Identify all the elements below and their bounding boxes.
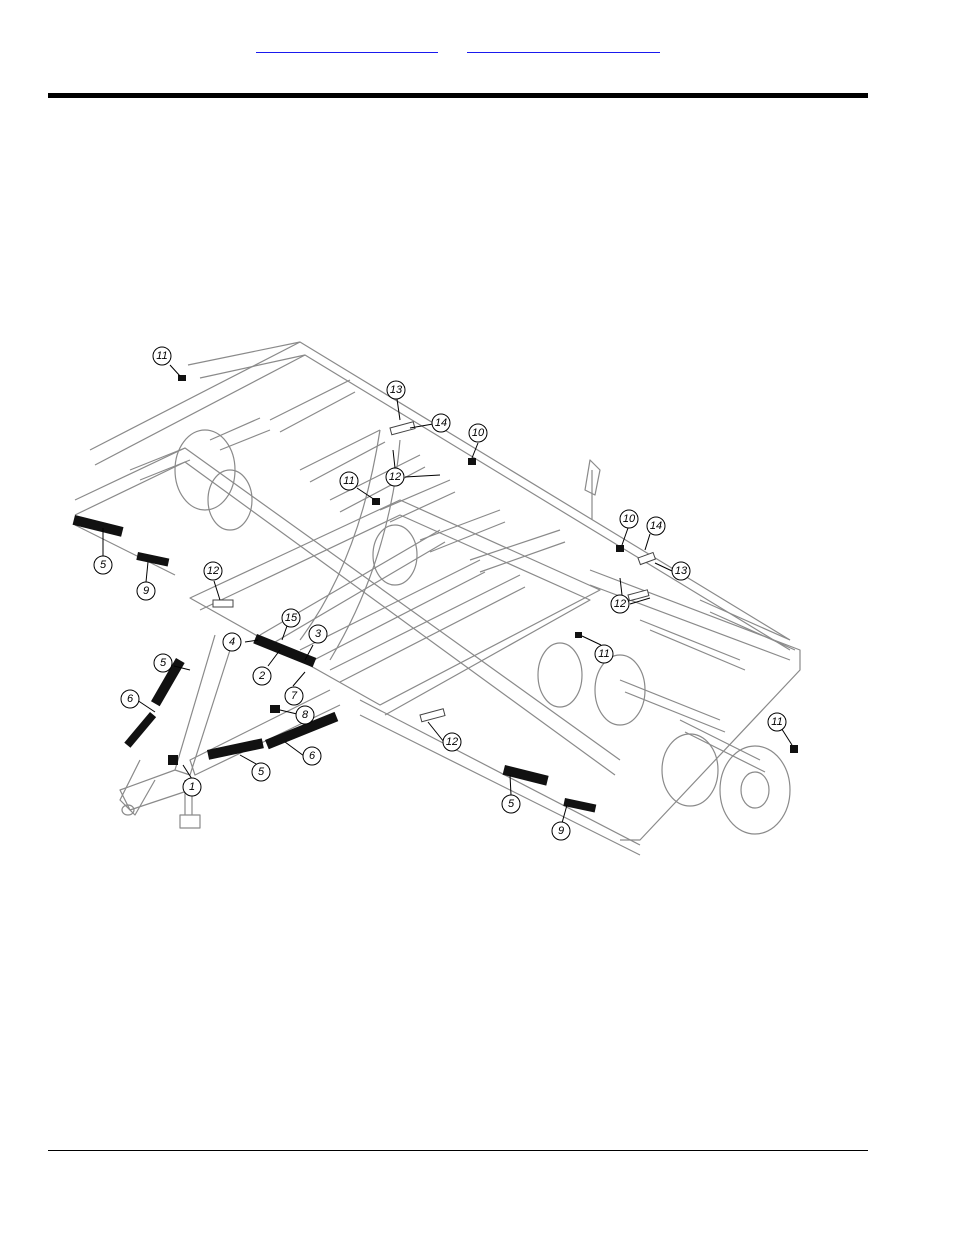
callout-label: 15 <box>285 612 298 624</box>
callout-circles <box>93 346 787 841</box>
callout-label: 5 <box>100 559 107 571</box>
callout-label: 12 <box>614 598 626 610</box>
callout-label: 13 <box>390 384 403 396</box>
callout-label: 11 <box>771 716 782 728</box>
implement-frame-drawing <box>74 341 801 856</box>
callout-label: 12 <box>207 565 219 577</box>
callout-label: 10 <box>623 513 636 525</box>
callout-label: 9 <box>558 825 564 837</box>
callout-label: 6 <box>127 693 134 705</box>
callout-label: 12 <box>446 736 458 748</box>
callout-label: 5 <box>160 657 167 669</box>
callout-label: 11 <box>156 350 167 362</box>
callout-label: 6 <box>309 750 316 762</box>
callout-label: 5 <box>508 798 515 810</box>
header-link-1[interactable] <box>256 38 438 54</box>
callout-label: 10 <box>472 427 485 439</box>
callout-label: 2 <box>258 670 265 682</box>
leader-lines <box>102 364 793 824</box>
header-rule <box>48 93 868 98</box>
callout-label: 14 <box>650 520 662 532</box>
callout-label: 1 <box>189 781 195 793</box>
callout-label: 13 <box>675 565 688 577</box>
callout-label: 14 <box>435 417 447 429</box>
decal-location-diagram: 11 13 14 10 12 11 10 14 13 12 5 9 12 15 … <box>70 140 850 860</box>
footer-rule <box>48 1150 868 1151</box>
callout-labels: 11 13 14 10 12 11 10 14 13 12 5 9 12 15 … <box>100 350 783 837</box>
reflector-decals <box>212 421 657 723</box>
callout-label: 12 <box>389 471 401 483</box>
callout-label: 5 <box>258 766 265 778</box>
callout-label: 7 <box>291 690 298 702</box>
callout-label: 11 <box>598 648 609 660</box>
header-link-2[interactable] <box>467 38 660 54</box>
callout-label: 11 <box>343 475 354 487</box>
decals <box>72 375 798 813</box>
callout-label: 9 <box>143 585 149 597</box>
callout-label: 3 <box>315 628 322 640</box>
callout-label: 4 <box>229 636 235 648</box>
callout-label: 8 <box>302 709 309 721</box>
